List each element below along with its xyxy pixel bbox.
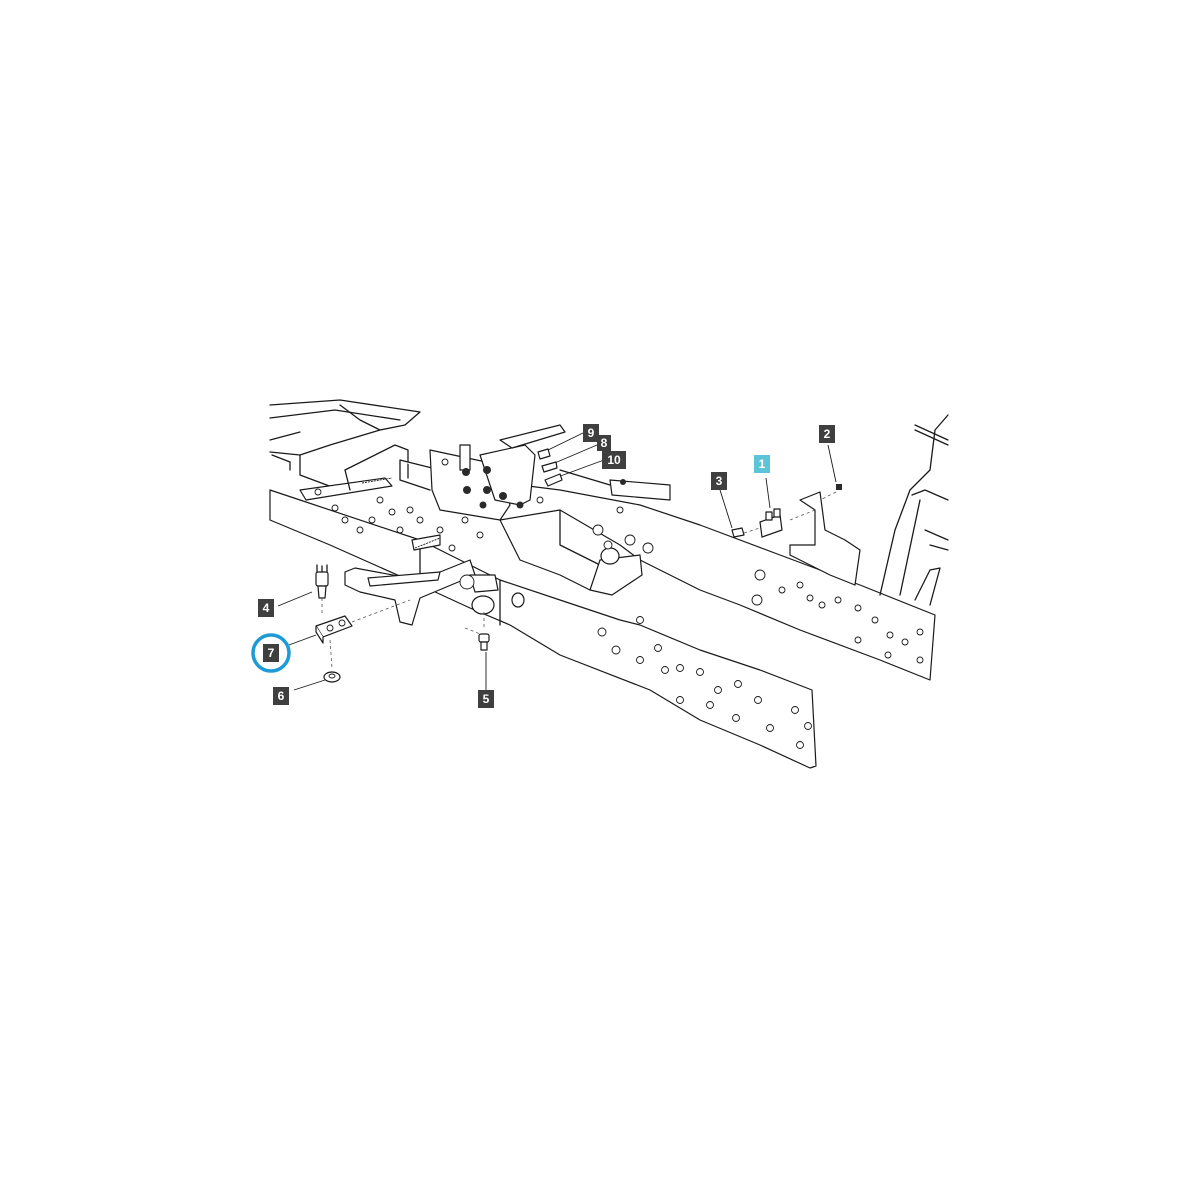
svg-text:10: 10 <box>607 453 621 467</box>
rail-holes-back <box>536 496 924 664</box>
part-6-nut <box>323 671 341 683</box>
svg-text:7: 7 <box>268 646 275 660</box>
part-4-sensor <box>315 564 329 615</box>
callout-9[interactable]: 9 <box>583 424 599 442</box>
callout-6[interactable]: 6 <box>273 687 289 705</box>
rail-holes <box>597 616 812 749</box>
callouts: 1 2 3 4 5 6 7 9 <box>251 424 835 708</box>
svg-text:1: 1 <box>759 457 766 471</box>
callout-8[interactable]: 8 <box>597 435 611 451</box>
callout-7[interactable]: 7 <box>263 644 279 662</box>
callout-5[interactable]: 5 <box>478 690 494 708</box>
svg-text:5: 5 <box>483 692 490 706</box>
svg-text:4: 4 <box>263 601 270 615</box>
svg-text:6: 6 <box>278 689 285 703</box>
tractor-frame-drawing <box>269 399 949 769</box>
callout-10[interactable]: 10 <box>602 451 626 469</box>
callout-1[interactable]: 1 <box>754 455 770 473</box>
rail-holes-rear <box>314 458 484 552</box>
callout-3[interactable]: 3 <box>711 472 727 490</box>
selection-ring[interactable] <box>251 633 291 673</box>
svg-text:9: 9 <box>588 426 595 440</box>
svg-text:2: 2 <box>824 427 831 441</box>
part-1-switch <box>759 477 816 538</box>
exploded-parts <box>277 432 842 691</box>
parts-8-9-10 <box>537 432 605 487</box>
svg-text:8: 8 <box>601 436 608 450</box>
bracket-bolts <box>462 466 626 509</box>
part-3-clip <box>719 489 761 538</box>
part-5-bolt <box>464 612 490 651</box>
callout-4[interactable]: 4 <box>258 599 274 617</box>
callout-2[interactable]: 2 <box>819 425 835 443</box>
part-2-screw <box>819 444 842 501</box>
part-7-bracket <box>315 599 411 669</box>
svg-text:3: 3 <box>716 474 723 488</box>
